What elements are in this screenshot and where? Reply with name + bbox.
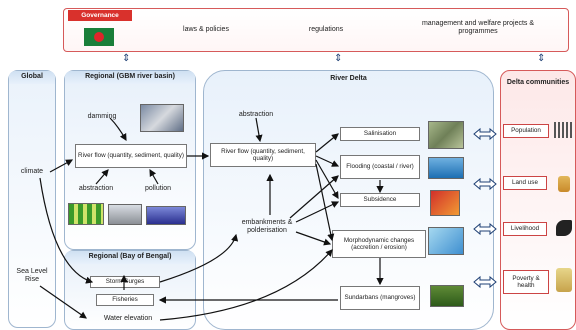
global-panel [8, 70, 56, 328]
pollution-label: pollution [144, 185, 172, 192]
double-arrow-livelihood-icon [473, 222, 497, 236]
dam-image [140, 104, 184, 132]
salinisation-image [428, 121, 464, 149]
subsidence-box: Subsidence [340, 193, 420, 207]
salinisation-box: Salinisation [340, 127, 420, 141]
morphodynamic-image [428, 227, 464, 255]
double-arrow-icon: ⇕ [122, 53, 131, 64]
climate-to-surges-arrow [39, 177, 94, 284]
embank-to-subsidence-arrow [295, 201, 340, 223]
factory-image [108, 204, 142, 225]
regional-abstraction-label: abstraction [78, 185, 114, 192]
flow-to-flooding-arrow [315, 155, 340, 167]
double-arrow-population-icon [473, 127, 497, 141]
flow-to-salinisation-arrow [315, 133, 339, 153]
land-use-box: Land use [503, 176, 547, 190]
water-elevation-label: Water elevation [103, 315, 153, 322]
fisherman-icon [556, 220, 572, 236]
governance-label: Governance [68, 10, 132, 21]
global-title: Global [21, 73, 43, 80]
regional-gbm-title: Regional (GBM river basin) [85, 73, 175, 80]
morphodynamic-box: Morphodynamic changes (accretion / erosi… [332, 230, 426, 258]
mangrove-image [430, 285, 464, 307]
sundarbans-box: Sundarbans (mangroves) [340, 286, 420, 310]
delta-river-flow-box: River flow (quantity, sediment, quality) [210, 143, 316, 167]
embank-to-flooding-arrow [289, 175, 339, 219]
household-icon [556, 268, 572, 292]
poverty-health-box: Poverty & health [503, 270, 549, 294]
fisheries-box: Fisheries [96, 294, 154, 306]
elevation-to-morpho-arrow [159, 249, 333, 321]
climate-label: climate [20, 168, 44, 175]
irrigation-image [68, 203, 104, 225]
abstraction-arrow [95, 169, 109, 185]
regional-river-flow-box: River flow (quantity, sediment, quality) [75, 144, 187, 168]
subsidence-image [430, 190, 460, 216]
livelihood-box: Livelihood [503, 222, 547, 236]
damming-label: damming [87, 113, 117, 120]
governance-item-regulations: regulations [308, 26, 344, 33]
damming-arrow [109, 117, 127, 142]
surges-to-embank-arrow [159, 233, 239, 283]
regional-bay-title: Regional (Bay of Bengal) [88, 253, 172, 260]
pollution-image [146, 206, 186, 225]
double-arrow-landuse-icon [473, 177, 497, 191]
flooding-image [428, 157, 464, 179]
delta-communities-title: Delta communities [506, 79, 570, 86]
river-delta-title: River Delta [330, 75, 367, 82]
double-arrow-icon: ⇕ [537, 53, 546, 64]
delta-abstraction-label: abstraction [238, 111, 274, 118]
embankments-label: embankments & polderisation [241, 219, 293, 235]
double-arrow-icon: ⇕ [334, 53, 343, 64]
embank-to-morpho-arrow [295, 231, 332, 246]
slr-to-elevation-arrow [39, 285, 87, 319]
pollution-arrow [149, 168, 159, 185]
population-box: Population [503, 124, 549, 138]
sea-level-rise-label: Sea Level Rise [16, 268, 48, 284]
bangladesh-flag-icon [84, 28, 114, 46]
flow-to-morpho-arrow [315, 163, 335, 242]
climate-to-flow-arrow [49, 159, 74, 173]
governance-item-laws: laws & policies [183, 26, 229, 33]
double-arrow-poverty-icon [473, 275, 497, 289]
crop-icon [558, 176, 570, 192]
people-icon [554, 122, 574, 138]
flow-to-subsidence-arrow [315, 159, 339, 200]
delta-abstraction-arrow [255, 117, 263, 143]
flooding-box: Flooding (coastal / river) [340, 155, 420, 179]
governance-panel [63, 8, 569, 52]
governance-item-management: management and welfare projects & progra… [421, 20, 535, 36]
